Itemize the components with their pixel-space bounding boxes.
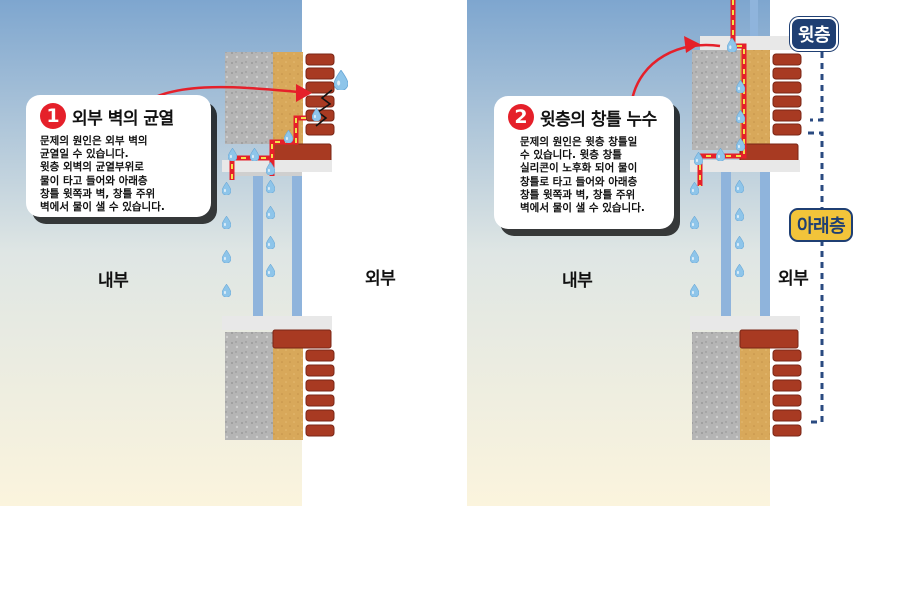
window-frame-top: [222, 160, 332, 172]
callout-1-body: 문제의 원인은 외부 벽의 균열일 수 있습니다. 윗층 외벽의 균열부위로 물…: [40, 135, 201, 214]
window-frame-top: [690, 160, 800, 172]
callout-1-header: 1 외부 벽의 균열: [40, 103, 201, 129]
upper-window-frame: [700, 36, 798, 50]
panel-2: [467, 0, 824, 506]
arrow-icon: [630, 36, 721, 101]
callout-2-line: 창틀 윗쪽과 벽, 창틀 주위: [520, 188, 636, 201]
callout-1-line: 창틀 윗쪽과 벽, 창틀 주위: [40, 187, 156, 200]
upper-concrete: [225, 52, 273, 144]
upper-floor-marker: [810, 52, 824, 122]
callout-2-line: 실리콘이 노후화 되어 물이: [520, 162, 638, 175]
callout-2-title: 윗층의 창틀 누수: [540, 109, 657, 130]
window-frame-bottom: [690, 316, 800, 330]
lower-floor-marker: [808, 131, 824, 424]
window-sill-top: [230, 172, 302, 176]
upper-glass-right: [750, 0, 758, 36]
upper-floor-tag: 윗층: [790, 17, 839, 51]
callout-2-line: 문제의 원인은 윗층 창틀일: [520, 136, 638, 148]
window-glass-right: [292, 176, 302, 316]
inside-label-1: 내부: [98, 271, 129, 291]
callout-1-title: 외부 벽의 균열: [72, 108, 174, 129]
upper-brick-wall: [739, 53, 802, 163]
callout-2-line: 수 있습니다. 윗층 창틀: [520, 149, 622, 162]
lower-brick-wall: [272, 329, 335, 437]
water-drop-icon: [334, 70, 348, 90]
callout-2-header: 2 윗층의 창틀 누수: [508, 104, 664, 130]
callout-2-line: 벽에서 물이 샐 수 있습니다.: [520, 202, 645, 215]
callout-1-line: 물이 타고 들어와 아래층: [40, 174, 148, 187]
upper-concrete: [692, 50, 740, 150]
callout-1-line: 균열일 수 있습니다.: [40, 148, 129, 161]
lower-insulation: [273, 348, 303, 440]
lower-concrete: [692, 332, 740, 440]
window-glass-left: [253, 176, 263, 316]
inside-label-2: 내부: [562, 271, 593, 291]
callout-1-line: 윗층 외벽의 균열부위로: [40, 161, 144, 174]
outside-label-1: 외부: [365, 269, 396, 289]
window-glass-left: [721, 172, 731, 316]
callout-1-line: 벽에서 물이 샐 수 있습니다.: [40, 201, 165, 214]
callout-2-body: 문제의 원인은 윗층 창틀일 수 있습니다. 윗층 창틀 실리콘이 노후화 되어…: [508, 136, 664, 215]
window-frame-bottom: [222, 316, 332, 330]
lower-floor-tag: 아래층: [789, 208, 854, 242]
callout-1: 1 외부 벽의 균열 문제의 원인은 외부 벽의 균열일 수 있습니다. 윗층 …: [26, 95, 211, 217]
lower-brick-wall: [739, 329, 802, 437]
window-glass-right: [760, 172, 770, 316]
step-number-1: 1: [40, 103, 66, 129]
panel-1: [0, 0, 348, 506]
step-number-2: 2: [508, 104, 534, 130]
lower-concrete: [225, 332, 273, 440]
callout-2-line: 창틀로 타고 들어와 아래층: [520, 175, 638, 188]
upper-brick-wall: [272, 53, 335, 163]
floor-marker: [808, 52, 824, 424]
callout-2: 2 윗층의 창틀 누수 문제의 원인은 윗층 창틀일 수 있습니다. 윗층 창틀…: [494, 96, 674, 229]
crack-icon: [315, 89, 333, 127]
callout-1-line: 문제의 원인은 외부 벽의: [40, 135, 148, 147]
lower-insulation: [740, 348, 770, 440]
outside-label-2: 외부: [778, 269, 809, 289]
